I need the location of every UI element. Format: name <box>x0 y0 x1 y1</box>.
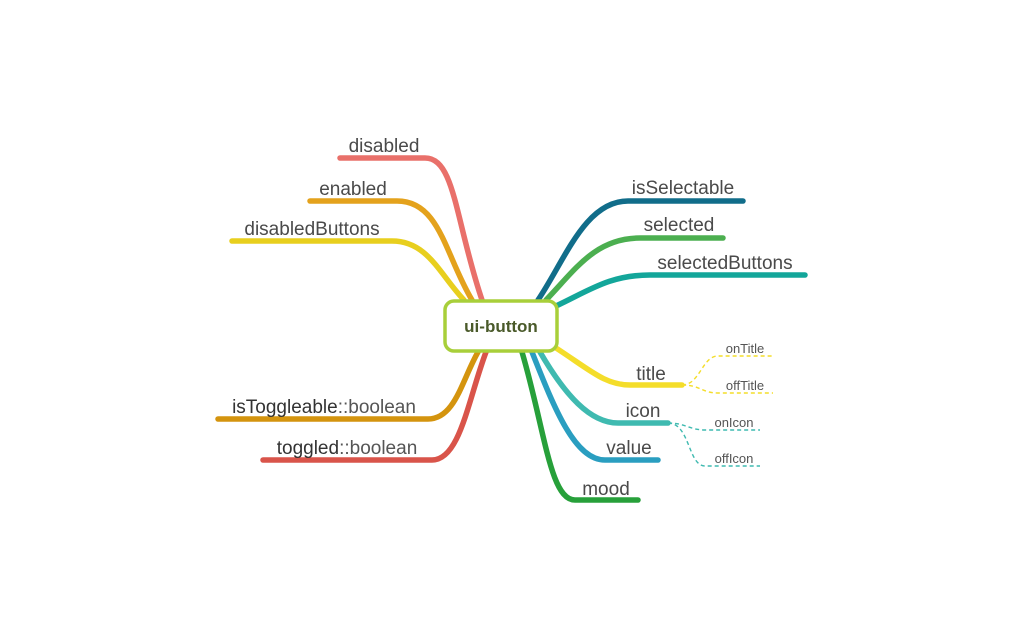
branch-mood-label: mood <box>582 479 630 500</box>
branch-selected-label: selected <box>644 215 715 236</box>
branch-title-line <box>553 345 685 388</box>
subbranch-offIcon-line <box>667 422 760 467</box>
branch-isSelectable-label: isSelectable <box>632 178 734 199</box>
branch-icon[interactable]: icon onIcon offIcon <box>537 349 760 467</box>
branch-title[interactable]: title onTitle offTitle <box>553 341 773 394</box>
branch-isToggleable-type: ::boolean <box>338 397 416 418</box>
branch-icon-line <box>537 349 671 426</box>
subbranch-onIcon-label[interactable]: onIcon <box>714 415 753 430</box>
branch-isToggleable[interactable]: isToggleable::boolean <box>215 349 481 422</box>
branch-toggled-line <box>260 349 489 463</box>
branch-toggled-name: toggled <box>277 438 339 459</box>
branch-enabled-label: enabled <box>319 179 387 200</box>
root-node[interactable]: ui-button <box>443 299 559 353</box>
branch-isSelectable-line <box>535 198 746 303</box>
branch-selectedButtons[interactable]: selectedButtons <box>553 253 808 309</box>
branch-isToggleable-line <box>215 349 481 422</box>
branch-enabled[interactable]: enabled <box>307 179 475 303</box>
branch-selectedButtons-line <box>553 272 808 309</box>
branch-disabledButtons[interactable]: disabledButtons <box>229 219 467 303</box>
branch-icon-label: icon <box>626 401 661 422</box>
branch-isSelectable[interactable]: isSelectable <box>535 178 746 303</box>
branch-mood[interactable]: mood <box>519 349 641 503</box>
branch-value-line <box>529 349 661 463</box>
subbranch-onTitle-label[interactable]: onTitle <box>726 341 765 356</box>
branch-disabled-label: disabled <box>349 136 420 157</box>
branch-toggled-type: ::boolean <box>339 438 417 459</box>
root-node-label: ui-button <box>464 317 538 336</box>
branch-disabledButtons-line <box>229 238 467 303</box>
branch-title-label: title <box>636 364 666 385</box>
subbranch-offIcon-label[interactable]: offIcon <box>715 451 754 466</box>
subbranch-offTitle-label[interactable]: offTitle <box>726 378 764 393</box>
branch-mood-line <box>519 349 641 503</box>
branch-value-label: value <box>606 438 651 459</box>
branch-disabled[interactable]: disabled <box>337 136 485 303</box>
subbranch-onIcon-line <box>667 422 760 431</box>
branch-enabled-line <box>307 198 475 303</box>
branch-toggled[interactable]: toggled::boolean <box>260 349 489 463</box>
branch-selected-line <box>543 235 726 303</box>
branch-selected[interactable]: selected <box>543 215 726 303</box>
branch-isToggleable-name: isToggleable <box>232 397 338 418</box>
subbranch-offTitle-line <box>681 384 773 394</box>
branch-toggled-label: toggled::boolean <box>277 438 418 459</box>
root-node-box <box>443 299 559 353</box>
branch-value[interactable]: value <box>529 349 661 463</box>
branch-isToggleable-label: isToggleable::boolean <box>232 397 416 418</box>
branch-selectedButtons-label: selectedButtons <box>657 253 792 274</box>
branch-disabled-line <box>337 155 485 303</box>
branch-disabledButtons-label: disabledButtons <box>244 219 379 240</box>
